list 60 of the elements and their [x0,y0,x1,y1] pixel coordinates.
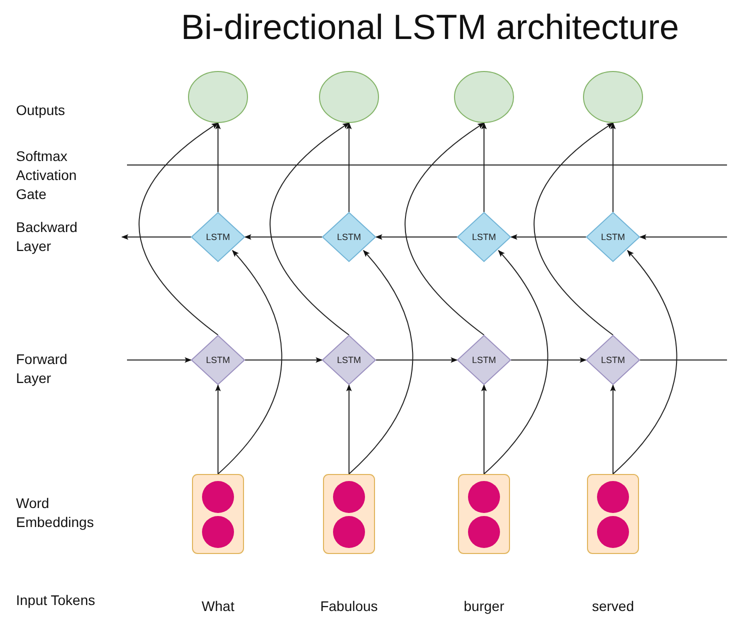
arrow [610,384,616,474]
diagram-title: Bi-directional LSTM architecture [180,8,680,48]
output-circle [454,71,514,123]
lstm-diamond [322,212,376,262]
embedding-box [323,474,375,554]
embedding-box [458,474,510,554]
lstm-diamond [191,212,245,262]
lstm-diamond [457,335,511,385]
node-label: LSTM [336,232,361,242]
arrow [534,122,614,336]
row-label: Outputs [16,101,66,120]
row-label: Forward Layer [16,350,68,388]
token-label: served [592,598,634,614]
row-label: Backward Layer [16,218,78,256]
arrow [375,234,458,240]
arrow [270,122,350,336]
arrow [244,357,323,363]
arrow [346,384,352,474]
lstm-diamond [322,335,376,385]
node-label: LSTM [600,355,625,365]
arrow [126,357,192,363]
arrow [481,122,487,212]
embedding-box [587,474,639,554]
node-label: LSTM [336,355,361,365]
row-label: Input Tokens [16,591,96,610]
node-label: LSTM [206,355,230,365]
lstm-diamond [586,212,640,262]
arrow [244,234,322,240]
row-label: Word Embeddings [16,494,95,532]
embedding-box [192,474,244,554]
arrow [639,234,728,240]
node-label: LSTM [600,232,625,242]
lstm-diamond [191,335,245,385]
lstm-diamond [586,335,640,385]
output-circle [583,71,643,123]
arrow [610,122,616,212]
arrow [215,122,221,212]
node-label: LSTM [206,232,230,242]
arrow [481,384,487,474]
arrow [346,122,352,212]
output-circle [319,71,379,123]
arrow [612,250,678,474]
output-circle [188,71,248,123]
arrow [404,122,485,336]
arrow [121,234,192,240]
arrow [376,357,458,363]
node-label: LSTM [472,232,496,242]
token-label: burger [464,598,504,614]
arrow [484,250,548,474]
row-label: Softmax Activation Gate [16,147,78,204]
arrow [510,357,587,363]
token-label: Fabulous [320,598,378,614]
arrow [138,122,219,336]
node-label: LSTM [472,355,496,365]
arrow [348,250,414,474]
arrow [215,384,221,474]
lstm-diamond [457,212,511,262]
arrow [510,234,586,240]
arrow [218,250,282,474]
token-label: What [202,598,234,614]
